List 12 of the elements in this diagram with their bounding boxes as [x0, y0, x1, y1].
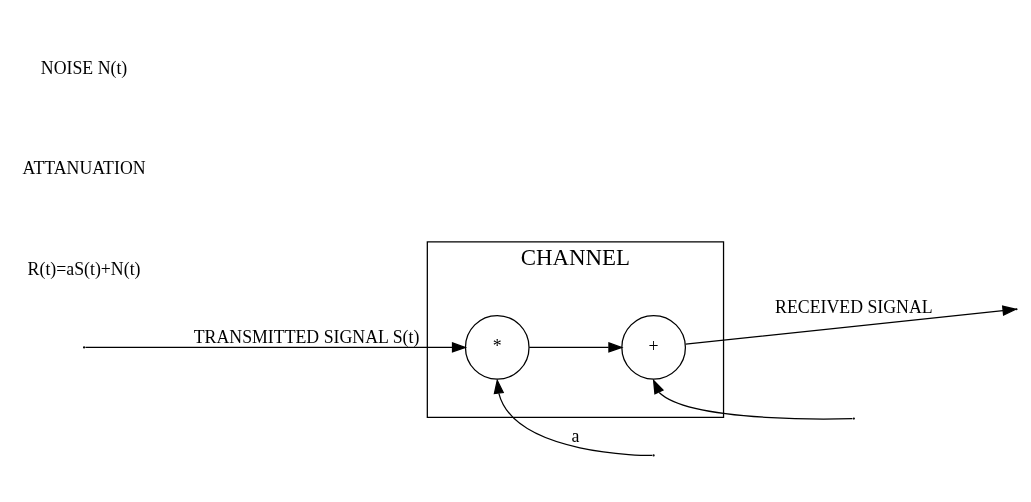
edge-label: TRANSMITTED SIGNAL S(t)	[193, 326, 420, 347]
node-circle: *	[464, 314, 530, 380]
label: ATTANUATION	[22, 158, 146, 179]
label: R(t)=aS(t)+N(t)	[27, 258, 141, 279]
arrow	[84, 342, 468, 353]
edge-label: RECEIVED SIGNAL	[775, 297, 933, 318]
arrow	[528, 342, 624, 353]
label: NOISE N(t)	[40, 57, 128, 78]
arrow	[652, 378, 854, 420]
edge-label: a	[571, 425, 580, 446]
node-circle: +	[621, 314, 687, 380]
arrow	[493, 378, 653, 457]
